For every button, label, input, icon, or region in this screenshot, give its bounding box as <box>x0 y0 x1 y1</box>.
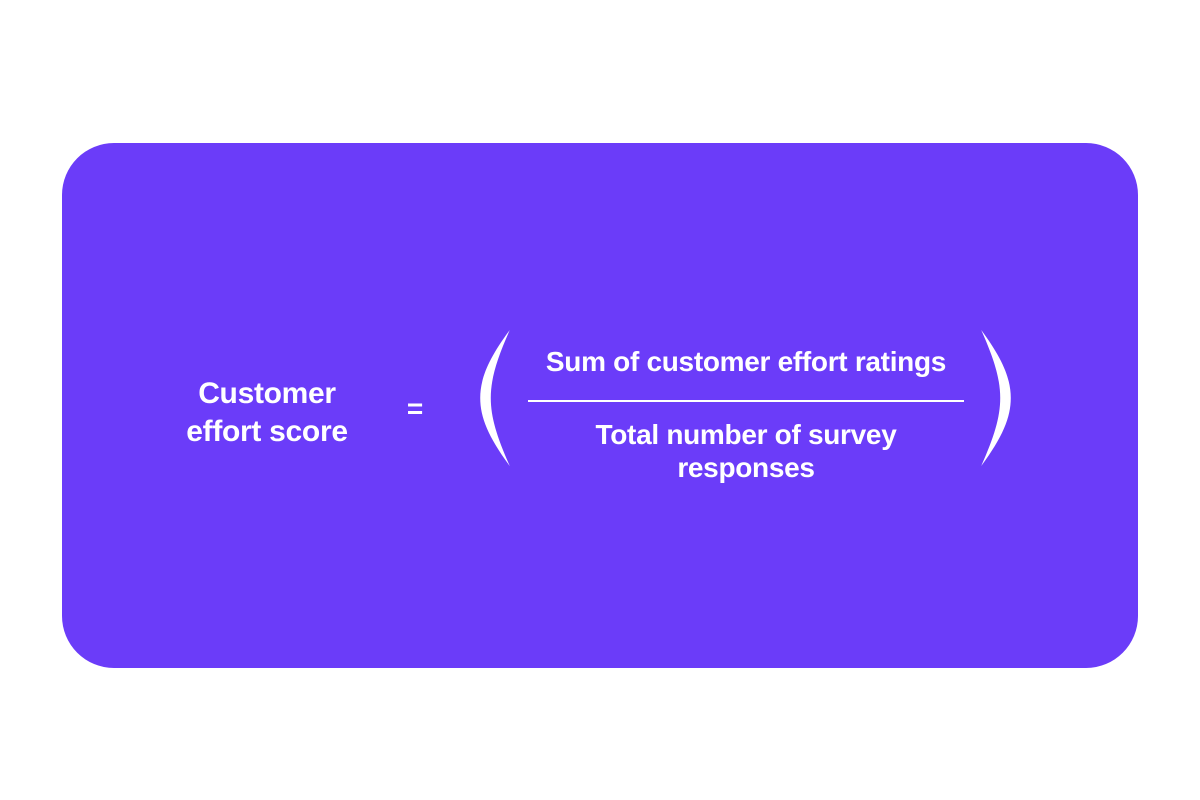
close-paren-icon <box>977 329 1015 467</box>
ces-label-line2: effort score <box>186 415 348 448</box>
numerator-text: Sum of customer effort ratings <box>545 346 947 377</box>
open-paren-icon <box>476 329 514 467</box>
fraction-bar <box>528 400 964 402</box>
equals-sign: = <box>406 393 424 424</box>
denominator-line1: Total number of survey <box>595 419 897 450</box>
denominator-line2: responses <box>677 452 815 483</box>
denominator-text: Total number of survey responses <box>528 418 964 484</box>
fraction: Sum of customer effort ratings Total num… <box>528 345 964 484</box>
formula-card: Customer effort score = Sum of customer … <box>62 143 1138 668</box>
ces-label-line1: Customer <box>198 377 336 410</box>
ces-label: Customer effort score <box>142 375 392 451</box>
